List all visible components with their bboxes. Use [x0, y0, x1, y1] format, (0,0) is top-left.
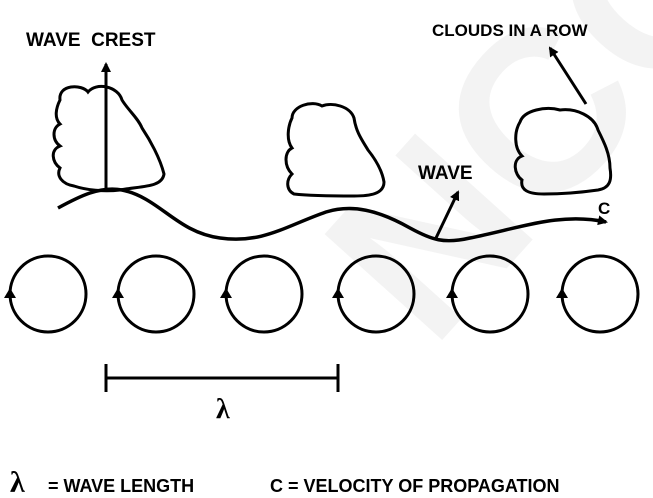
- wave-label: WAVE: [418, 163, 473, 184]
- cloud-2: [284, 102, 386, 198]
- lambda-label: λ: [216, 394, 230, 425]
- legend-velocity: C = VELOCITY OF PROPAGATION: [270, 476, 560, 496]
- cloud-3: [513, 107, 613, 196]
- circulation-cell-3: [224, 254, 304, 334]
- c-label: C: [598, 199, 610, 218]
- cell-arrow-3: [220, 288, 232, 298]
- legend-lambda-symbol: λ: [10, 466, 25, 498]
- wave-line: [57, 187, 608, 243]
- wave-pointer-arrow: [434, 190, 460, 239]
- legend-wave-length: = WAVE LENGTH: [48, 476, 194, 496]
- cloud-1: [51, 84, 166, 193]
- cell-arrow-2: [112, 288, 124, 298]
- circulation-cell-1: [8, 254, 88, 334]
- cell-arrow-4: [332, 288, 344, 298]
- cell-arrow-5: [446, 288, 458, 298]
- cell-arrowheads: [4, 288, 568, 298]
- cell-arrow-6: [556, 288, 568, 298]
- clouds-in-a-row-label: CLOUDS IN A ROW: [432, 21, 588, 40]
- clouds-pointer-arrow: [548, 46, 588, 105]
- circulation-cell-2: [116, 254, 196, 334]
- cell-arrow-1: [4, 288, 16, 298]
- wave-crest-label: WAVE CREST: [26, 30, 156, 51]
- circulation-cell-6: [560, 254, 640, 334]
- watermark: NCO: [277, 0, 653, 384]
- wavelength-bracket: [104, 364, 340, 392]
